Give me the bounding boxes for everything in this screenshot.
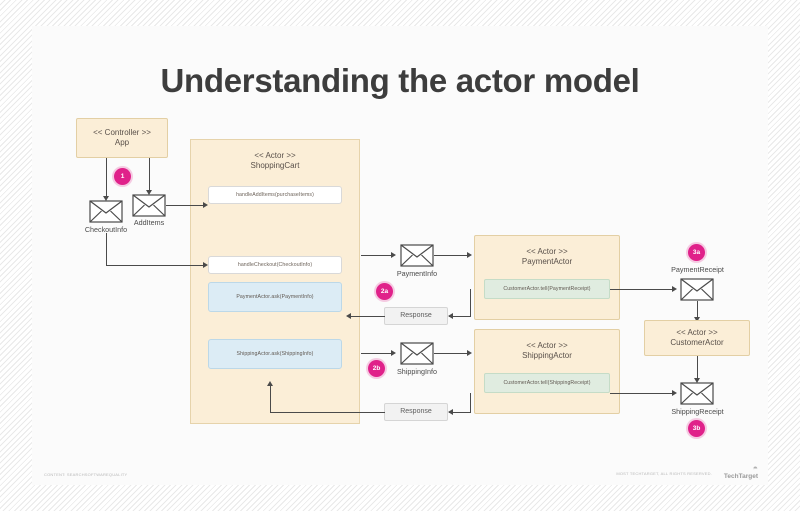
- method-shipping-tell: CustomerActor.tell(ShippingReceipt): [484, 373, 610, 393]
- response-top-label: Response: [400, 311, 432, 319]
- arrow-response-top-to-cart: [346, 312, 351, 319]
- method-handle-checkout-label: handleCheckout(CheckoutInfo): [237, 261, 313, 268]
- message-paymentinfo-label: PaymentInfo: [396, 269, 438, 278]
- line-response-top-to-cart: [348, 316, 385, 317]
- actor-customeractor-box: << Actor >> CustomerActor: [644, 320, 750, 356]
- method-shipping-ask-label: ShippingActor.ask(ShippingInfo): [236, 350, 314, 357]
- message-shippinginfo-label: ShippingInfo: [397, 367, 437, 376]
- footer-source-text: CONTENT: SEARCHSOFTWAREQUALITY: [44, 472, 128, 477]
- badge-step-2b: 2b: [368, 360, 385, 377]
- line-paymentactor-to-paymentreceipt: [610, 289, 673, 290]
- response-top-box: Response: [384, 307, 448, 325]
- techtarget-mark-icon: ◓: [752, 462, 758, 473]
- diagram-canvas: Understanding the actor model << Actor >…: [32, 26, 768, 485]
- actor-paymentactor-box: [474, 235, 620, 320]
- line-checkoutinfo-right: [106, 265, 204, 266]
- badge-step-3b: 3b: [688, 420, 705, 437]
- arrow-shippingactor-to-shippingreceipt: [672, 389, 677, 396]
- message-additems-label: AddItems: [133, 218, 165, 227]
- line-app-to-checkoutinfo: [106, 158, 107, 198]
- message-paymentreceipt-icon: [680, 278, 714, 301]
- badge-step-1-label: 1: [120, 173, 125, 180]
- response-bottom-box: Response: [384, 403, 448, 421]
- actor-customeractor-stereotype: << Actor >>: [676, 328, 718, 337]
- actor-shippingactor-header: << Actor >> ShippingActor: [474, 337, 620, 365]
- arrow-shippinginfo-to-shippingactor: [467, 349, 472, 356]
- techtarget-logo: ◓ TechTarget: [723, 462, 758, 480]
- method-payment-tell-label: CustomerActor.tell(PaymentReceipt): [503, 285, 591, 292]
- arrow-paymentactor-to-paymentreceipt: [672, 285, 677, 292]
- line-shippinginfo-to-shippingactor: [434, 353, 468, 354]
- badge-step-1: 1: [114, 168, 131, 185]
- arrow-cart-to-paymentinfo: [391, 251, 396, 258]
- message-paymentreceipt-label: PaymentReceipt: [671, 265, 724, 274]
- message-checkoutinfo-icon: [89, 200, 123, 223]
- line-app-to-additems: [149, 158, 150, 192]
- arrow-paymentinfo-to-paymentactor: [467, 251, 472, 258]
- badge-step-2a: 2a: [376, 283, 393, 300]
- arrow-cart-to-shippinginfo: [391, 349, 396, 356]
- line-customeractor-to-shippingreceipt: [697, 356, 698, 380]
- arrow-paymentreceipt-to-customeractor: [693, 317, 700, 322]
- badge-step-2b-label: 2b: [372, 365, 381, 372]
- method-payment-ask: PaymentActor.ask(PaymentInfo): [208, 282, 342, 312]
- arrow-customeractor-to-shippingreceipt: [693, 378, 700, 383]
- line-checkoutinfo-down: [106, 233, 107, 265]
- actor-paymentactor-name: PaymentActor: [521, 257, 573, 266]
- actor-shippingactor-stereotype: << Actor >>: [526, 341, 568, 350]
- controller-app-box: << Controller >> App: [76, 118, 168, 158]
- techtarget-logo-label: TechTarget: [723, 472, 758, 480]
- method-handle-add-items-label: handleAddItems(purchaseItems): [236, 191, 314, 198]
- line-shippingactor-response-down: [470, 393, 471, 412]
- arrow-checkoutinfo-to-handlecheckout: [203, 261, 208, 268]
- actor-paymentactor-stereotype: << Actor >>: [526, 247, 568, 256]
- line-cart-to-shippinginfo: [361, 353, 392, 354]
- message-shippinginfo-icon: [400, 342, 434, 365]
- badge-step-3a-label: 3a: [692, 249, 701, 256]
- line-paymentactor-response-left: [449, 316, 471, 317]
- arrow-app-to-additems: [145, 190, 152, 195]
- method-handle-checkout: handleCheckout(CheckoutInfo): [208, 256, 342, 274]
- arrow-additems-to-handleadditems: [203, 201, 208, 208]
- method-payment-tell: CustomerActor.tell(PaymentReceipt): [484, 279, 610, 299]
- line-cart-to-paymentinfo: [361, 255, 392, 256]
- message-shippingreceipt-label: ShippingReceipt: [671, 407, 724, 416]
- actor-customeractor-name: CustomerActor: [670, 338, 724, 347]
- line-additems-to-handleadditems: [166, 205, 204, 206]
- badge-step-3b-label: 3b: [692, 425, 701, 432]
- message-checkoutinfo-label: CheckoutInfo: [84, 225, 128, 234]
- actor-shippingactor-name: ShippingActor: [522, 351, 572, 360]
- message-additems-icon: [132, 194, 166, 217]
- badge-step-2a-label: 2a: [380, 288, 389, 295]
- arrow-response-bottom-to-cart: [266, 381, 273, 386]
- method-shipping-ask: ShippingActor.ask(ShippingInfo): [208, 339, 342, 369]
- line-shippingactor-response-left: [449, 412, 471, 413]
- page-title: Understanding the actor model: [160, 62, 640, 99]
- method-handle-add-items: handleAddItems(purchaseItems): [208, 186, 342, 204]
- actor-paymentactor-header: << Actor >> PaymentActor: [474, 243, 620, 271]
- line-response-bottom-up: [270, 386, 271, 412]
- message-shippingreceipt-icon: [680, 382, 714, 405]
- line-shippingactor-to-shippingreceipt: [610, 393, 673, 394]
- footer-copyright-text: MOST TECHTARGET, ALL RIGHTS RESERVED.: [616, 471, 712, 476]
- controller-stereotype: << Controller >>: [93, 128, 151, 137]
- method-shipping-tell-label: CustomerActor.tell(ShippingReceipt): [503, 379, 591, 386]
- arrow-into-response-top: [448, 312, 453, 319]
- response-bottom-label: Response: [400, 407, 432, 415]
- line-paymentinfo-to-paymentactor: [434, 255, 468, 256]
- actor-shoppingcart-stereotype: << Actor >>: [254, 151, 296, 160]
- controller-name: App: [114, 138, 130, 147]
- line-response-bottom-left: [270, 412, 385, 413]
- actor-shoppingcart-name: ShoppingCart: [250, 161, 300, 170]
- badge-step-3a: 3a: [688, 244, 705, 261]
- arrow-into-response-bottom: [448, 408, 453, 415]
- message-paymentinfo-icon: [400, 244, 434, 267]
- line-paymentactor-response-down: [470, 289, 471, 316]
- arrow-app-to-checkoutinfo: [102, 196, 109, 201]
- method-payment-ask-label: PaymentActor.ask(PaymentInfo): [236, 293, 314, 300]
- line-paymentreceipt-to-customeractor: [697, 301, 698, 319]
- actor-shoppingcart-header: << Actor >> ShoppingCart: [190, 146, 360, 176]
- actor-shippingactor-box: [474, 329, 620, 414]
